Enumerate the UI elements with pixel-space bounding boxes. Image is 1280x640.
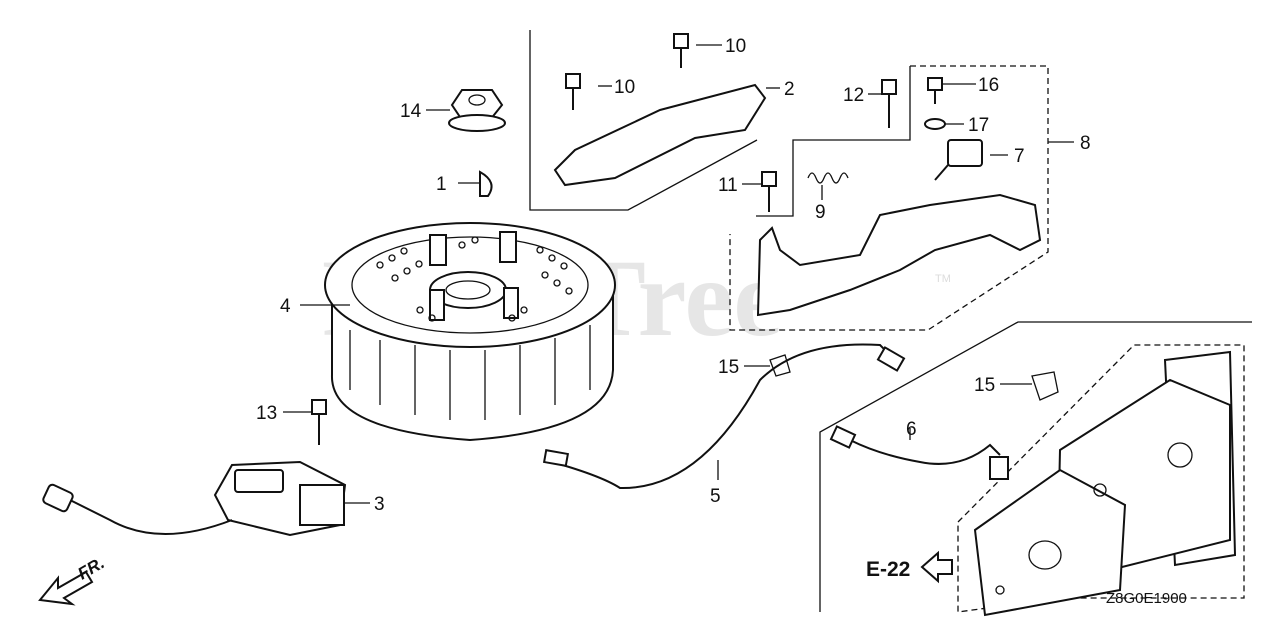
leader-lines (283, 44, 1074, 504)
callout-1: 1 (436, 174, 447, 195)
callout-5: 5 (710, 486, 721, 507)
callout-15-b: 15 (974, 375, 995, 396)
guide-plate (553, 83, 767, 187)
callout-7: 7 (1014, 146, 1025, 167)
woodruff-key (479, 170, 493, 197)
group-box-upper (529, 30, 758, 211)
callout-10-a: 10 (614, 77, 635, 98)
callout-6: 6 (906, 419, 917, 440)
wire-6 (829, 425, 1009, 480)
callout-3: 3 (374, 494, 385, 515)
washer-17 (924, 118, 946, 130)
callout-2: 2 (784, 79, 795, 100)
panel-outline-dashed (957, 344, 1245, 613)
flange-nut (448, 89, 506, 132)
callout-17: 17 (968, 115, 989, 136)
control-panel (973, 350, 1237, 617)
bolt-10-b (673, 33, 689, 68)
bolt-11 (761, 171, 777, 212)
watermark-trademark: TM (935, 273, 951, 285)
group-box-8 (756, 66, 911, 217)
bolt-16 (927, 77, 943, 104)
switch-7 (934, 139, 983, 181)
reference-arrow-icon (920, 550, 953, 584)
callout-9: 9 (815, 202, 826, 223)
callout-10-b: 10 (725, 36, 746, 57)
bolt-13 (311, 399, 327, 445)
callout-8: 8 (1080, 133, 1091, 154)
bolt-12 (881, 79, 897, 128)
clamp-15-b (1031, 371, 1059, 401)
callout-12: 12 (843, 85, 864, 106)
flywheel (324, 222, 616, 442)
callout-4: 4 (280, 296, 291, 317)
wire-5 (542, 343, 906, 490)
clamp-15-a (769, 354, 791, 377)
callout-11: 11 (718, 175, 738, 196)
reference-label: E-22 (866, 558, 910, 581)
ignition-coil (42, 460, 347, 537)
bolt-10-a (565, 73, 581, 110)
spring (807, 172, 849, 184)
group-box-8-dashed (729, 65, 1049, 331)
callout-15-a: 15 (718, 357, 739, 378)
callout-13: 13 (256, 403, 277, 424)
front-arrow-icon (38, 570, 94, 606)
governor-arm-bracket (756, 193, 1042, 317)
callout-16: 16 (978, 75, 999, 96)
callout-14: 14 (400, 101, 422, 122)
diagram-code: Z8G0E1900 (1106, 590, 1187, 607)
group-box-lower-right (819, 321, 1252, 612)
